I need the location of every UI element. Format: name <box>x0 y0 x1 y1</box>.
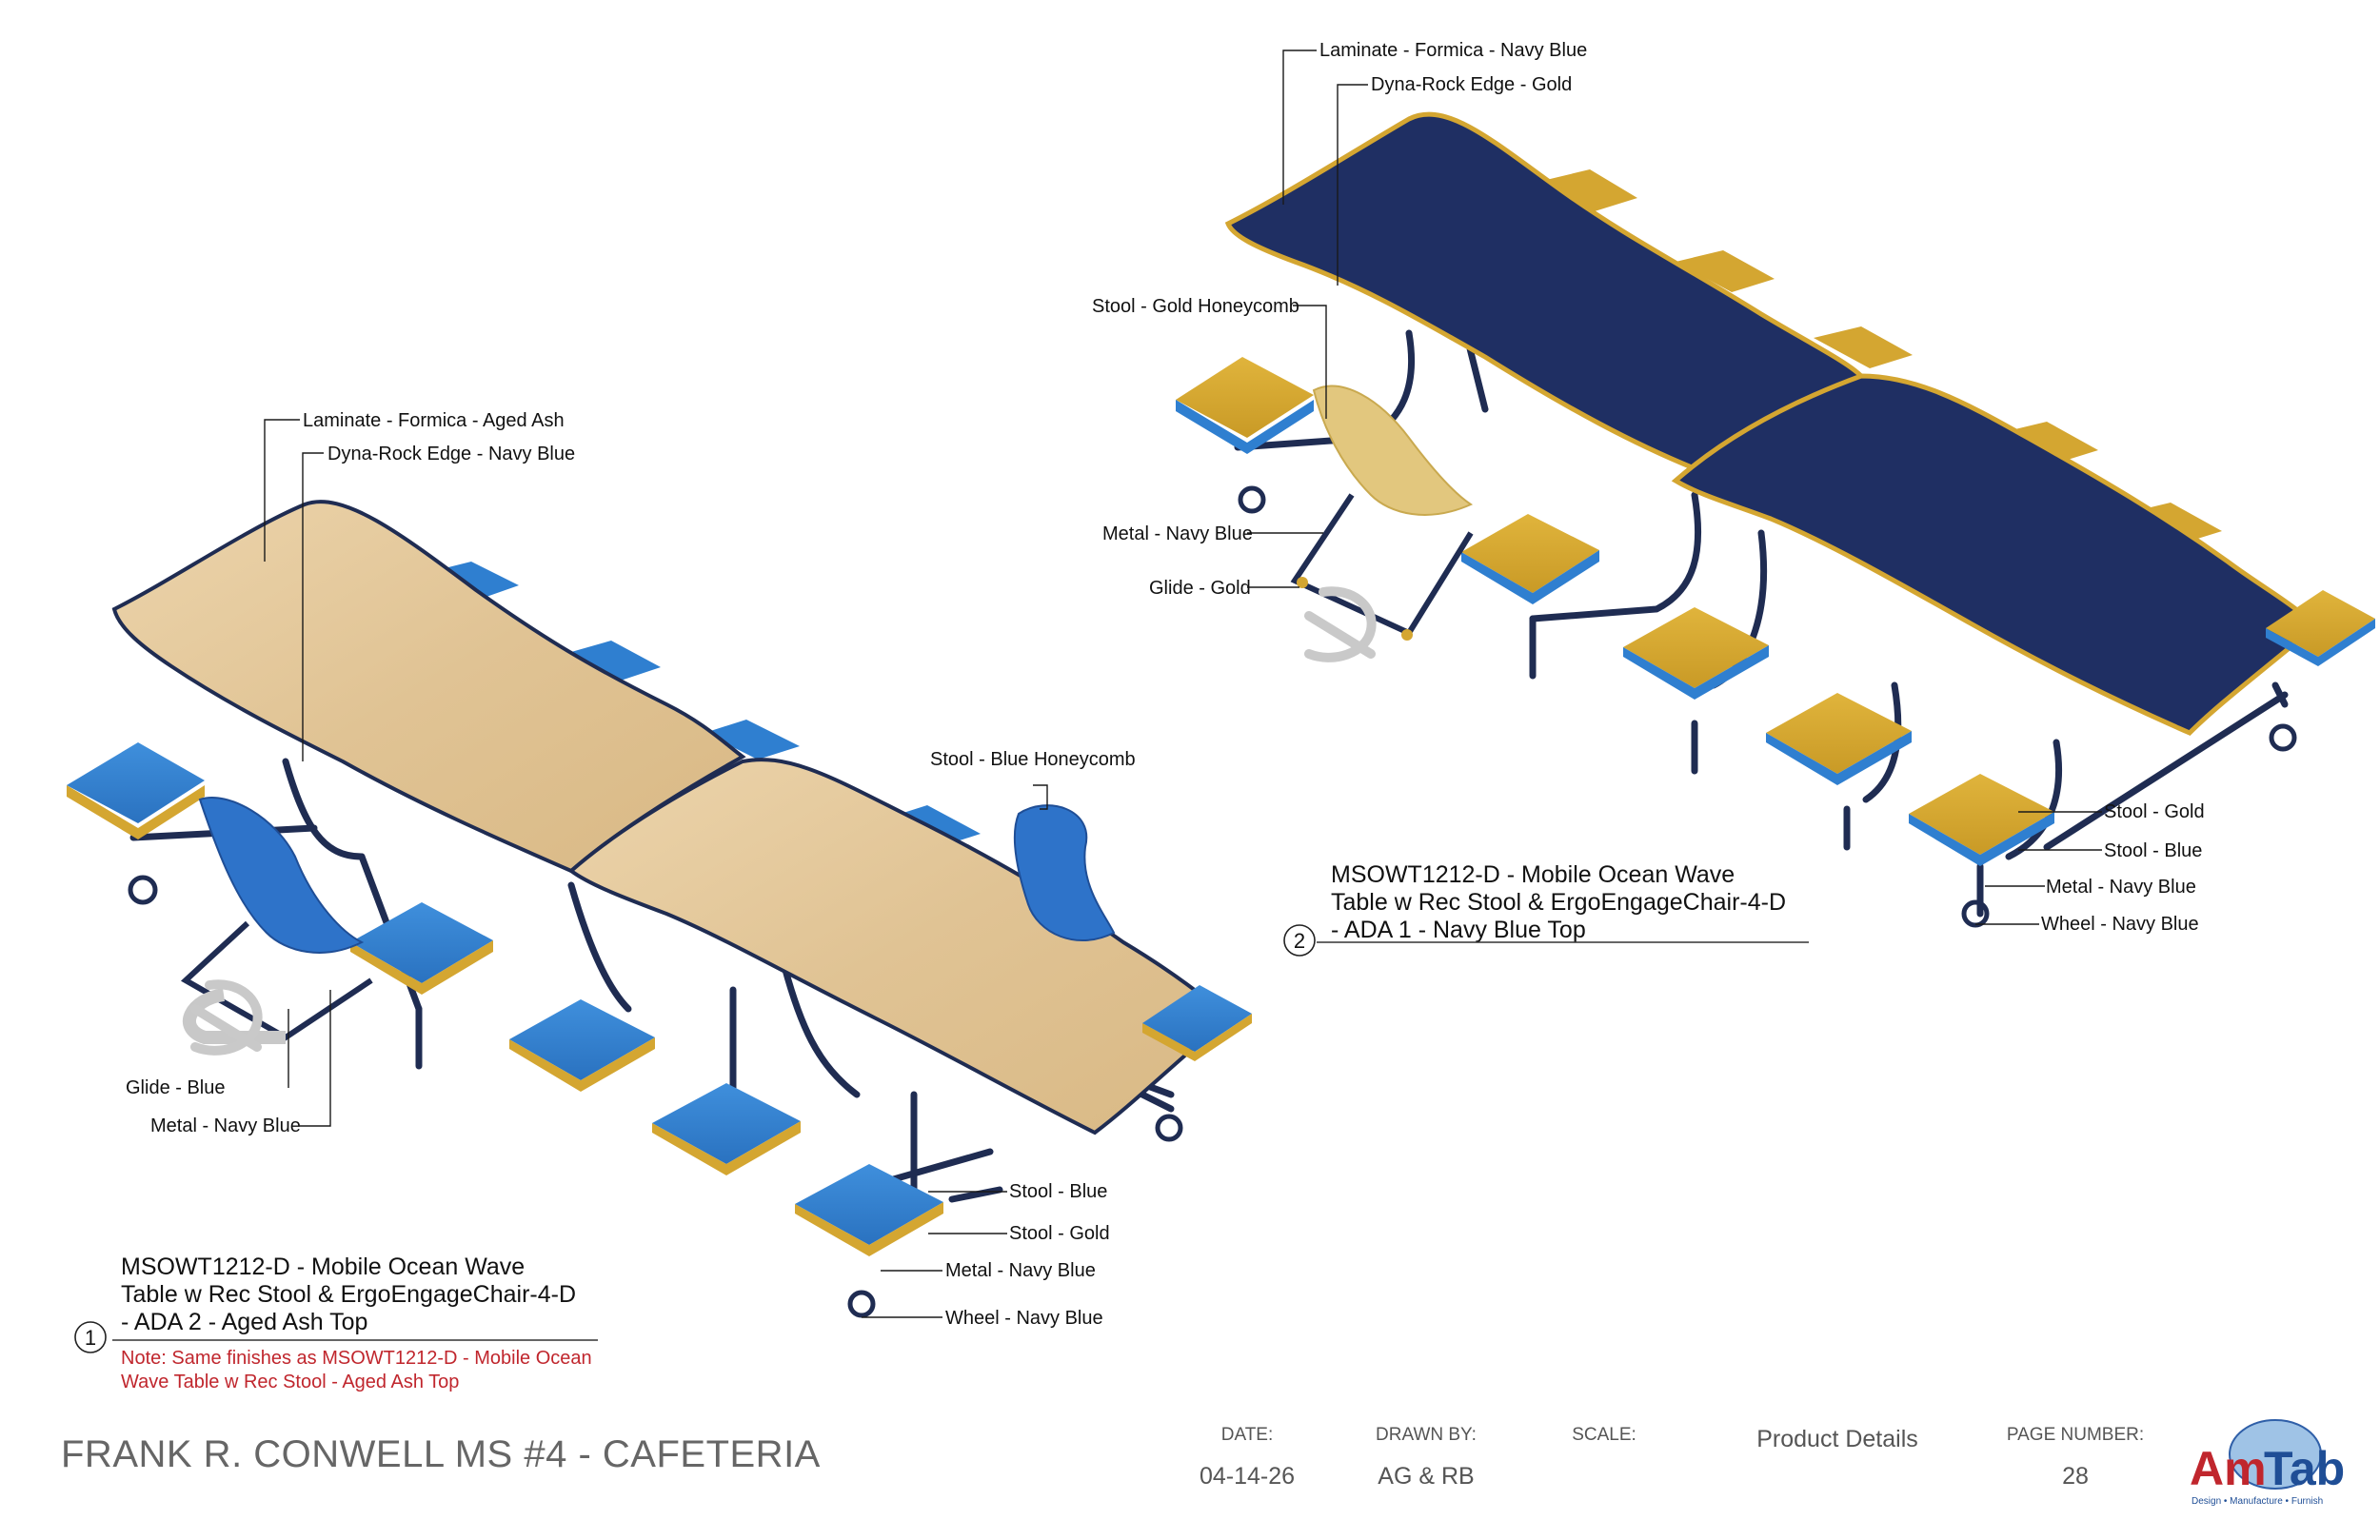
view1-note-line2: Wave Table w Rec Stool - Aged Ash Top <box>121 1372 459 1392</box>
view1-stool-front-4 <box>795 1164 943 1318</box>
view2-caption: MSOWT1212-D - Mobile Ocean Wave Table w … <box>1283 861 1809 957</box>
view2-callout-chair-metal: Metal - Navy Blue <box>1102 523 1253 544</box>
view2-stool-end <box>2266 590 2375 752</box>
view2-callout-stool-gold: Stool - Gold <box>2104 801 2205 822</box>
drawn-by-value: AG & RB <box>1378 1463 1475 1490</box>
view2-callout-edge: Dyna-Rock Edge - Gold <box>1371 74 1572 95</box>
view1-stool-left <box>67 742 205 905</box>
amtab-logo: Am Tab Design • Manufacture • Furnish <box>2190 1419 2345 1507</box>
logo-tab-text: Tab <box>2264 1442 2345 1495</box>
svg-text:1: 1 <box>85 1326 96 1350</box>
page-number-value: 28 <box>2062 1463 2089 1490</box>
view1-callout-chair: Stool - Blue Honeycomb <box>930 749 1136 770</box>
view1-caption: MSOWT1212-D - Mobile Ocean Wave Table w … <box>74 1254 598 1392</box>
view1-number-badge: 1 <box>74 1321 107 1353</box>
view2-ada-symbol <box>1304 586 1377 662</box>
view2-callout-stool-blue: Stool - Blue <box>2104 840 2202 861</box>
product-details-label: Product Details <box>1756 1426 1918 1452</box>
view2-stool-front-4 <box>1909 774 2054 928</box>
drawn-by-label: DRAWN BY: <box>1376 1425 1477 1445</box>
view2-leader-lines <box>1247 49 2102 925</box>
view1-callout-edge: Dyna-Rock Edge - Navy Blue <box>327 444 575 464</box>
view1-stool-front-3 <box>652 1083 801 1175</box>
date-label: DATE: <box>1220 1425 1274 1445</box>
view2-caption-line1: MSOWT1212-D - Mobile Ocean Wave <box>1331 861 1735 888</box>
view2-stool-front-1 <box>1461 514 1599 604</box>
view1-ergo-chair-right <box>1013 804 1116 941</box>
view1-caption-line3: - ADA 2 - Aged Ash Top <box>121 1309 367 1335</box>
project-title: FRANK R. CONWELL MS #4 - CAFETERIA <box>61 1433 821 1475</box>
view1-leader-lines <box>264 419 1048 1318</box>
view1-caption-line1: MSOWT1212-D - Mobile Ocean Wave <box>121 1254 525 1280</box>
view2-callout-wheel: Wheel - Navy Blue <box>2041 914 2199 935</box>
view1-table-illustration <box>67 419 1252 1318</box>
view1-callout-metal: Metal - Navy Blue <box>945 1260 1096 1281</box>
page-number-label: PAGE NUMBER: <box>2006 1425 2145 1445</box>
view1-callout-laminate: Laminate - Formica - Aged Ash <box>303 410 565 431</box>
view2-caption-line2: Table w Rec Stool & ErgoEngageChair-4-D <box>1331 889 1786 916</box>
view1-callout-chair-metal: Metal - Navy Blue <box>150 1116 301 1136</box>
view1-caption-line2: Table w Rec Stool & ErgoEngageChair-4-D <box>121 1281 576 1308</box>
view2-table-top <box>1224 111 2317 736</box>
view1-near-stools <box>67 742 1252 1318</box>
view2-caption-line3: - ADA 1 - Navy Blue Top <box>1331 917 1586 943</box>
logo-tagline: Design • Manufacture • Furnish <box>2192 1496 2323 1507</box>
scale-label: SCALE: <box>1572 1425 1636 1445</box>
view2-callout-laminate: Laminate - Formica - Navy Blue <box>1319 40 1587 61</box>
view2-callout-glide: Glide - Gold <box>1149 578 1251 599</box>
view1-ada-symbol <box>190 979 263 1056</box>
view2-near-stools <box>1176 357 2375 928</box>
view1-note-line1: Note: Same finishes as MSOWT1212-D - Mob… <box>121 1348 592 1369</box>
view1-callout-stool-blue: Stool - Blue <box>1009 1181 1107 1202</box>
view2-table-illustration <box>1176 49 2375 928</box>
view1-stool-front-1 <box>350 902 493 995</box>
logo-am-text: Am <box>2190 1442 2267 1495</box>
view2-ergo-chair <box>1290 385 1474 641</box>
view1-ergo-chair-left <box>180 797 373 1044</box>
view2-stool-front-3 <box>1766 693 1912 785</box>
view1-callout-wheel: Wheel - Navy Blue <box>945 1308 1103 1329</box>
view1-callout-stool-gold: Stool - Gold <box>1009 1223 1110 1244</box>
view1-callout-glide: Glide - Blue <box>126 1077 226 1098</box>
view2-stool-left <box>1176 357 1314 514</box>
view1-callouts: Laminate - Formica - Aged Ash Dyna-Rock … <box>126 410 1136 1329</box>
view1-stool-front-2 <box>509 999 655 1092</box>
svg-text:2: 2 <box>1294 929 1305 953</box>
view2-number-badge: 2 <box>1283 924 1316 957</box>
view2-callout-metal: Metal - Navy Blue <box>2046 877 2196 898</box>
view1-stool-end <box>1142 985 1252 1142</box>
view2-callouts: Laminate - Formica - Navy Blue Dyna-Rock… <box>1092 40 2205 935</box>
date-value: 04-14-26 <box>1199 1463 1296 1490</box>
view2-callout-chair: Stool - Gold Honeycomb <box>1092 296 1299 317</box>
view2-stool-front-2 <box>1623 607 1769 700</box>
